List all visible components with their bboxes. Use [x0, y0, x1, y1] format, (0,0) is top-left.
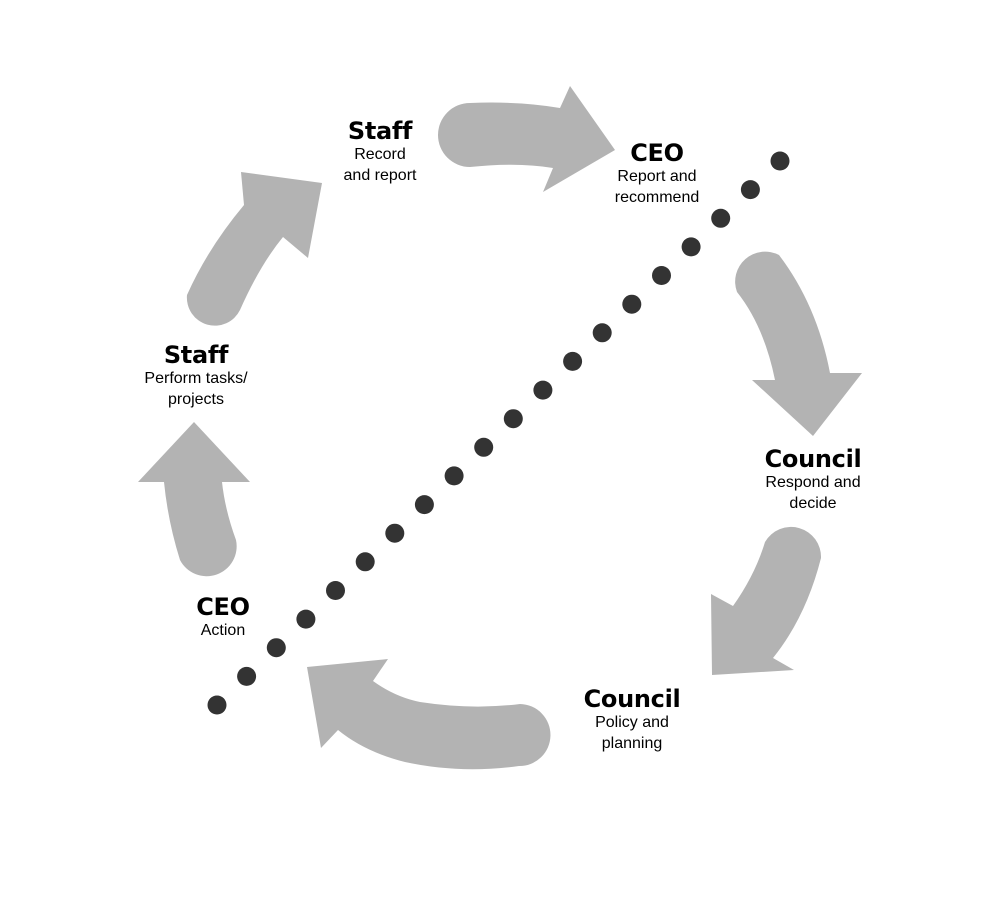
divider-dot	[592, 323, 612, 343]
divider-dot	[385, 523, 405, 543]
divider-dot	[770, 151, 790, 171]
arrow-ceo-to-council	[735, 251, 862, 436]
divider-dot	[652, 266, 671, 285]
divider-dot	[474, 437, 494, 457]
arrow-staff-to-staff	[186, 172, 322, 326]
node-title: CEO	[630, 139, 684, 167]
node-ceo-report: CEO Report and recommend	[615, 140, 699, 208]
divider-dot	[207, 695, 227, 715]
node-description: Policy and planning	[595, 714, 669, 752]
divider-dot	[563, 351, 583, 371]
divider-dot	[444, 466, 464, 486]
node-description: Action	[200, 622, 246, 639]
node-description: Report and recommend	[614, 168, 700, 206]
node-title: Staff	[163, 341, 229, 369]
node-title: Council	[583, 685, 681, 713]
node-title: CEO	[196, 593, 250, 621]
node-staff-record: Staff Record and report	[344, 118, 417, 186]
node-title: Staff	[347, 117, 413, 145]
divider-dot	[711, 208, 731, 228]
node-title: Council	[764, 445, 862, 473]
divider-dot	[237, 666, 257, 686]
divider-dot	[503, 409, 523, 429]
node-description: Record and report	[343, 146, 417, 184]
cycle-arrows	[138, 86, 862, 770]
arrow-council-to-ceo	[307, 659, 551, 770]
dotted-divider	[207, 151, 790, 715]
arrow-staff-to-ceo	[438, 86, 615, 192]
divider-dot	[326, 581, 345, 600]
node-description: Perform tasks/ projects	[144, 370, 248, 408]
divider-dot	[266, 638, 286, 658]
node-description: Respond and decide	[765, 474, 861, 512]
divider-dot	[296, 609, 316, 629]
node-ceo-action: CEO Action	[196, 594, 250, 641]
divider-dot	[355, 552, 375, 572]
node-council-respond: Council Respond and decide	[765, 446, 862, 514]
divider-dot	[622, 294, 642, 314]
node-staff-perform: Staff Perform tasks/ projects	[144, 342, 247, 410]
arrow-ceo-to-staff	[138, 422, 250, 577]
divider-dot	[533, 380, 553, 400]
node-council-policy: Council Policy and planning	[584, 686, 681, 754]
arrow-council-to-council	[711, 526, 822, 675]
divider-dot	[681, 237, 701, 257]
divider-dot	[414, 495, 434, 515]
divider-dot	[740, 180, 760, 200]
